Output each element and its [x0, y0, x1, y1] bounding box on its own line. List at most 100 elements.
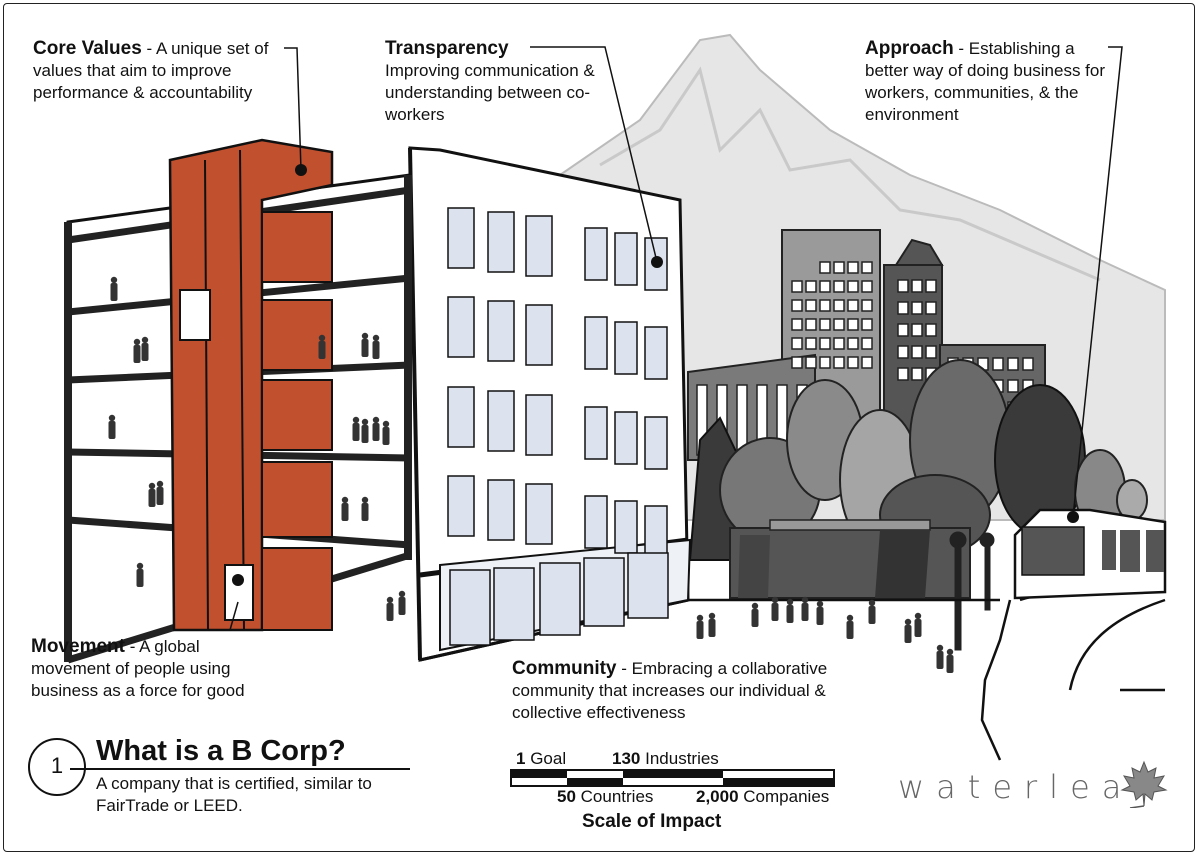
tower-window	[819, 337, 831, 350]
tower-window	[791, 337, 803, 350]
person-head	[372, 334, 380, 342]
tower-window	[833, 337, 845, 350]
scale-title: Scale of Impact	[582, 811, 722, 832]
tower-window	[833, 356, 845, 369]
tower-window	[791, 280, 803, 293]
window	[644, 416, 668, 470]
tower-window	[791, 299, 803, 312]
window	[584, 495, 608, 549]
transparency-callout: Transparency Improving communication & u…	[385, 38, 620, 126]
tower-window	[805, 337, 817, 350]
person-body	[816, 607, 824, 625]
window	[447, 296, 475, 358]
person-head	[771, 596, 779, 604]
tower-window	[861, 299, 873, 312]
scale-label-countries: 50 Countries	[557, 787, 654, 806]
community-title: Community	[512, 658, 617, 679]
person-head	[946, 648, 954, 656]
tower-window	[833, 299, 845, 312]
person-body	[136, 569, 144, 587]
person-head	[352, 416, 360, 424]
window	[487, 211, 515, 273]
tower-window	[819, 356, 831, 369]
person-head	[318, 334, 326, 342]
person-head	[110, 276, 118, 284]
tower-window	[861, 318, 873, 331]
person-body	[372, 423, 380, 441]
window	[525, 215, 553, 277]
step-number-badge: 1	[28, 738, 86, 796]
movement-callout: Movement - A global movement of people u…	[31, 636, 245, 700]
person-head	[801, 596, 809, 604]
scale-bar	[510, 769, 835, 787]
person-head	[136, 562, 144, 570]
tower-window	[861, 261, 873, 274]
tower-window	[1022, 357, 1034, 371]
approach-text: Establishing a better way of doing busin…	[865, 39, 1106, 124]
title-underline	[70, 768, 410, 770]
page-title: What is a B Corp?	[96, 735, 346, 767]
person-body	[914, 619, 922, 637]
approach-callout: Approach - Establishing a better way of …	[865, 38, 1106, 124]
window	[525, 394, 553, 456]
person-head	[361, 332, 369, 340]
tower-window	[847, 280, 859, 293]
person-head	[361, 418, 369, 426]
transparency-text: Improving communication & understanding …	[385, 61, 595, 124]
tower-window	[819, 299, 831, 312]
scale-of-impact: 1 Goal 130 Industries 50 Countries 2,000…	[510, 745, 855, 845]
person-body	[352, 423, 360, 441]
tower-window	[847, 337, 859, 350]
person-body	[868, 606, 876, 624]
window	[614, 411, 638, 465]
tower-window	[791, 318, 803, 331]
tower-window	[897, 345, 909, 359]
tower-window	[911, 323, 923, 337]
person-head	[108, 414, 116, 422]
tower-window	[805, 299, 817, 312]
scale-label-industries: 130 Industries	[612, 749, 719, 768]
person-body	[708, 619, 716, 637]
person-head	[386, 596, 394, 604]
person-body	[318, 341, 326, 359]
person-body	[361, 425, 369, 443]
tower-window	[1007, 379, 1019, 393]
community-callout: Community - Embracing a collaborative co…	[512, 658, 828, 722]
person-body	[110, 283, 118, 301]
tower-window	[911, 367, 923, 381]
tower-window	[861, 356, 873, 369]
person-head	[696, 614, 704, 622]
window	[487, 390, 515, 452]
people-silhouettes	[108, 276, 954, 673]
core-values-text: A unique set of values that aim to impro…	[33, 39, 269, 102]
tower-window	[897, 301, 909, 315]
person-head	[141, 336, 149, 344]
person-head	[372, 416, 380, 424]
scale-label-companies: 2,000 Companies	[696, 787, 830, 806]
logo-wordmark: waterleaf	[898, 768, 1157, 806]
person-body	[904, 625, 912, 643]
window	[447, 475, 475, 537]
tower-window	[897, 367, 909, 381]
person-body	[398, 597, 406, 615]
person-head	[341, 496, 349, 504]
person-body	[382, 427, 390, 445]
person-body	[786, 605, 794, 623]
tower-window	[1007, 357, 1019, 371]
tower-window	[861, 280, 873, 293]
window	[447, 207, 475, 269]
tower-window	[833, 261, 845, 274]
transparency-title: Transparency	[385, 38, 509, 59]
page-subtitle: A company that is certified, similar to …	[96, 774, 372, 815]
tower-window	[925, 279, 937, 293]
leader-dots	[232, 164, 1079, 586]
window	[487, 479, 515, 541]
tower-window	[925, 301, 937, 315]
window	[584, 406, 608, 460]
person-head	[148, 482, 156, 490]
tower-window	[805, 280, 817, 293]
tower-window	[819, 261, 831, 274]
tower-window	[819, 318, 831, 331]
window	[644, 326, 668, 380]
